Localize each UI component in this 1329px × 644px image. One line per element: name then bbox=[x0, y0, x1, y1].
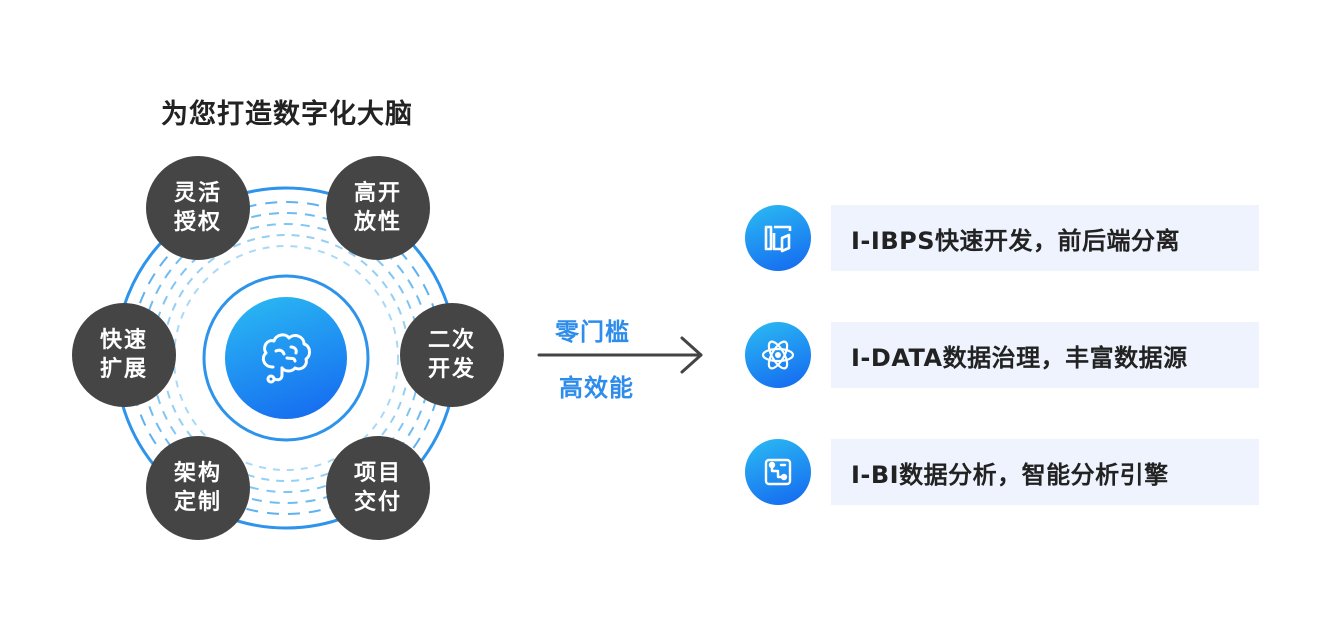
brain-hub bbox=[225, 297, 347, 419]
node-arch-custom: 架构 定制 bbox=[146, 436, 250, 540]
feature-box: I-BI数据分析，智能分析引擎 bbox=[831, 439, 1259, 505]
brain-icon bbox=[261, 333, 311, 384]
arrow-right-icon bbox=[537, 336, 703, 374]
node-quick-expand: 快速 扩展 bbox=[72, 303, 176, 407]
flow-icon bbox=[764, 458, 792, 486]
feature-data: I-DATA数据治理，丰富数据源 bbox=[745, 322, 1259, 388]
feature-box: I-DATA数据治理，丰富数据源 bbox=[831, 322, 1259, 388]
node-project-delivery: 项目 交付 bbox=[326, 436, 430, 540]
feature-icon-wrap bbox=[745, 439, 811, 505]
building-icon bbox=[764, 225, 792, 253]
feature-text: I-BI数据分析，智能分析引擎 bbox=[851, 460, 1169, 489]
node-secondary-dev: 二次 开发 bbox=[400, 303, 504, 407]
page-title: 为您打造数字化大脑 bbox=[161, 99, 413, 130]
atom-icon bbox=[761, 340, 795, 370]
feature-box: I-IBPS快速开发，前后端分离 bbox=[831, 205, 1259, 271]
feature-ibps: I-IBPS快速开发，前后端分离 bbox=[745, 205, 1259, 271]
high-efficiency-label: 高效能 bbox=[559, 374, 634, 402]
node-high-openness: 高开 放性 bbox=[326, 156, 430, 260]
feature-text: I-DATA数据治理，丰富数据源 bbox=[851, 343, 1188, 372]
feature-icon-wrap bbox=[745, 322, 811, 388]
feature-text: I-IBPS快速开发，前后端分离 bbox=[851, 226, 1180, 255]
feature-bi: I-BI数据分析，智能分析引擎 bbox=[745, 439, 1259, 505]
zero-threshold-label: 零门槛 bbox=[555, 318, 630, 346]
feature-icon-wrap bbox=[745, 205, 811, 271]
node-flexible-auth: 灵活 授权 bbox=[146, 156, 250, 260]
